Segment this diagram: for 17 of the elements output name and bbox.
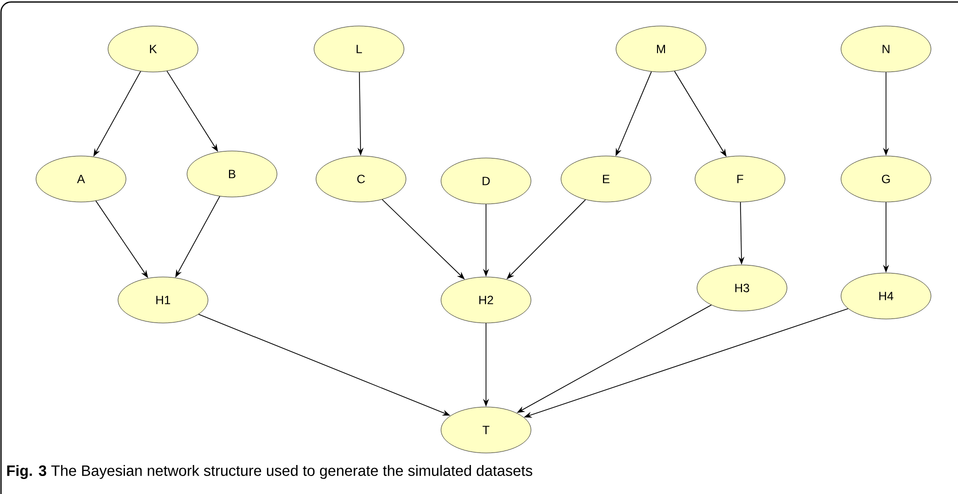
ellipse-node: D	[440, 158, 532, 204]
ellipse-node: C	[316, 156, 406, 202]
ellipse-node: B	[186, 150, 278, 198]
ellipse-node: A	[36, 156, 126, 202]
ellipse-node: F	[694, 156, 786, 202]
ellipse-node: G	[840, 156, 932, 202]
ellipse-node: H2	[440, 276, 532, 324]
ellipse-node: H1	[118, 276, 208, 324]
ellipse-node: N	[840, 26, 932, 72]
ellipse-node: T	[440, 406, 532, 454]
ellipse-node: H4	[840, 272, 932, 320]
ellipse-node: L	[314, 26, 404, 72]
ellipse-node: M	[616, 26, 706, 72]
ellipse-node: E	[560, 156, 652, 202]
ellipse-node: H3	[696, 264, 788, 312]
ellipse-node: K	[108, 26, 198, 72]
figure-caption: Fig. 3 The Bayesian network structure used to generate the simulated datasets	[7, 464, 532, 480]
